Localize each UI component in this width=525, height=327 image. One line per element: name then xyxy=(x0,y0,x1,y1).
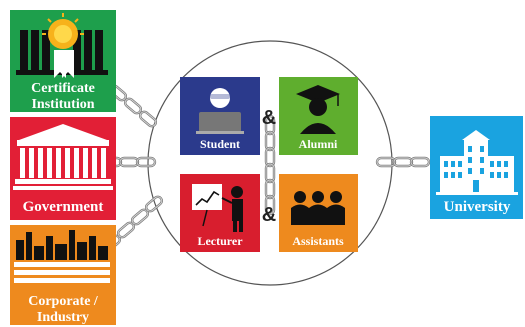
ampersand-top: & xyxy=(262,107,276,129)
certificate-label-line1: Certificate xyxy=(31,81,95,96)
hub-lecturer: Lecturer xyxy=(180,174,260,252)
university-building-icon xyxy=(436,130,518,195)
certificate-label-line2: Institution xyxy=(31,97,94,112)
alumni-label: Alumni xyxy=(299,137,338,151)
node-certificate-institution: Certificate Institution xyxy=(10,10,116,112)
corporate-label-line1: Corporate / xyxy=(28,294,99,309)
assistants-label: Assistants xyxy=(292,234,344,248)
factory-icon xyxy=(14,230,110,283)
government-label: Government xyxy=(23,199,104,215)
student-laptop-icon xyxy=(196,88,244,134)
node-government: Government xyxy=(10,117,116,220)
hub-assistants: Assistants xyxy=(279,174,358,252)
hub-student: Student xyxy=(180,77,260,155)
certificate-icon xyxy=(16,13,108,78)
government-building-icon xyxy=(13,124,113,190)
node-university: University xyxy=(430,116,523,219)
corporate-label-line2: Industry xyxy=(37,310,89,325)
hub-alumni: Alumni xyxy=(279,77,358,155)
assistants-people-icon xyxy=(291,191,345,225)
ampersand-bottom: & xyxy=(262,204,276,226)
graduate-icon xyxy=(296,85,340,134)
lecturer-board-icon xyxy=(192,184,243,232)
student-label: Student xyxy=(200,137,240,151)
node-corporate-industry: Corporate / Industry xyxy=(10,225,116,325)
university-label: University xyxy=(444,199,511,215)
lecturer-label: Lecturer xyxy=(197,234,243,248)
